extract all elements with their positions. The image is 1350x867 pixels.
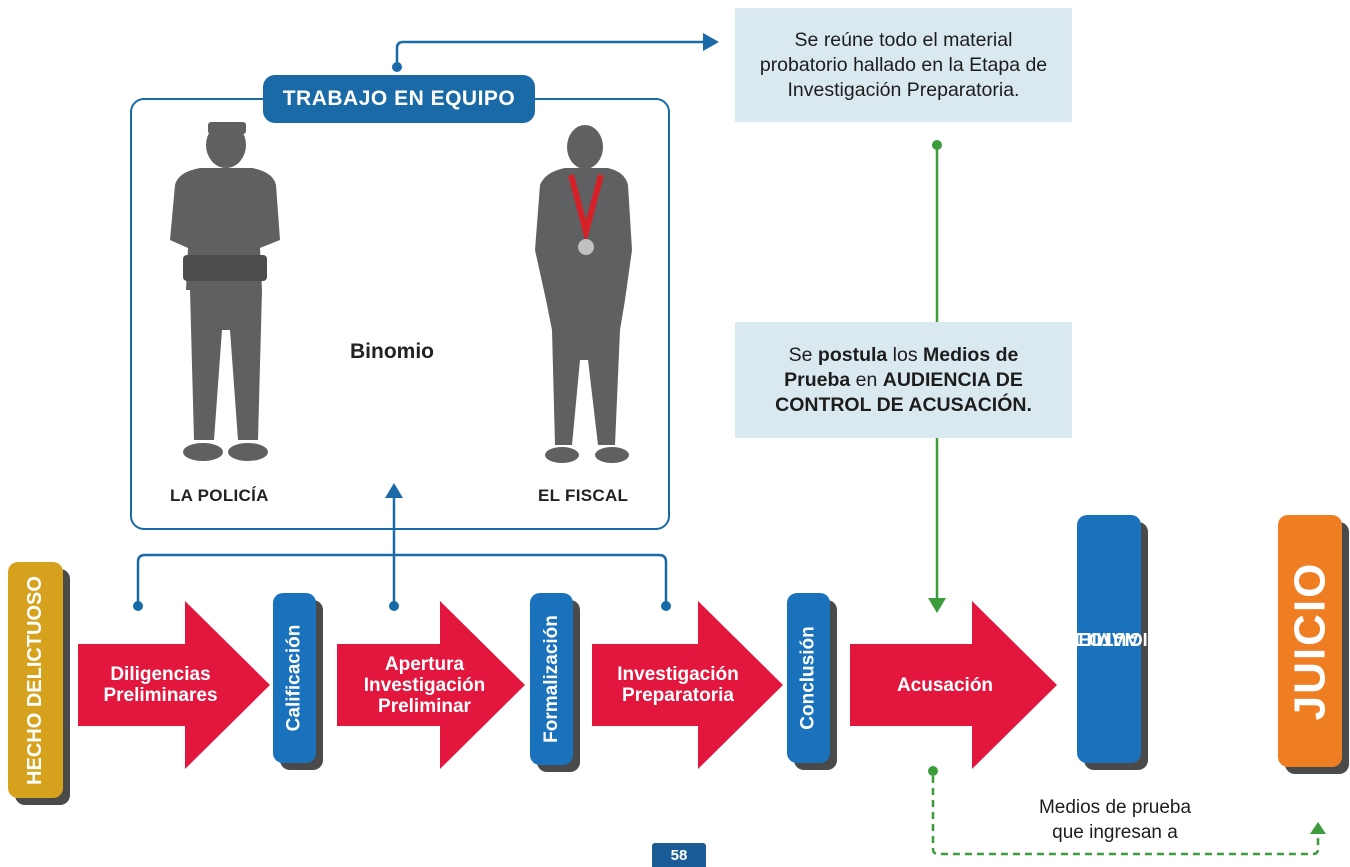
page-number: 58 [652, 843, 706, 867]
note-line: probatorio hallado en la Etapa de [759, 53, 1048, 76]
note-line: Investigación Preparatoria. [787, 78, 1020, 101]
arrow-head-up [385, 483, 403, 498]
note-bold: AUDIENCIA DE CONTROL DE ACUSACIÓN. [775, 368, 1032, 416]
note-bold: Medios de Prueba [784, 343, 1019, 391]
binomio-label: Binomio [350, 340, 434, 363]
teamwork-box [130, 98, 670, 530]
label-acusacion: Acusación [896, 674, 994, 696]
note-text: Se [788, 343, 818, 366]
arrow-head-down [928, 598, 946, 613]
connector-team-to-note [395, 40, 705, 66]
fiscal-figure [535, 125, 632, 463]
note-bold: postula [817, 343, 888, 366]
connector-dot [389, 601, 399, 611]
stage-conclusion: Conclusión [787, 593, 830, 763]
teamwork-title: TRABAJO EN EQUIPO [263, 75, 535, 123]
arrow-head-right [703, 33, 719, 51]
arrow-investigacion [592, 601, 783, 769]
connector-dot [392, 62, 402, 72]
stage-formalizacion: Formalización [530, 593, 573, 765]
police-label: LA POLICÍA [170, 486, 269, 505]
note-line: Se reúne todo el material [794, 28, 1013, 51]
evidence-gathering-note: Se reúne todo el material probatorio hal… [735, 8, 1072, 122]
dashed-connector-to-juicio [931, 776, 1320, 856]
police-figure [170, 122, 280, 461]
connector-dot [133, 601, 143, 611]
stage-juicio: JUICIO [1278, 515, 1342, 767]
stage-hecho-delictuoso: HECHO DELICTUOSO [8, 562, 63, 798]
note-text: en [850, 368, 883, 391]
bracket-investigation-stages [136, 553, 668, 605]
connector-dot-green [928, 766, 938, 776]
note-text: los [887, 343, 924, 366]
arrow-head-up-green [1310, 822, 1326, 834]
arrow-diligencias [78, 601, 270, 769]
arrow-acusacion [850, 601, 1057, 769]
evidence-postulation-note: Se postula los Medios de Prueba en AUDIE… [735, 322, 1072, 438]
arrow-apertura [337, 601, 525, 769]
stage-calificacion: Calificación [273, 593, 316, 763]
fiscal-label: EL FISCAL [538, 486, 629, 505]
connector-dot [661, 601, 671, 611]
